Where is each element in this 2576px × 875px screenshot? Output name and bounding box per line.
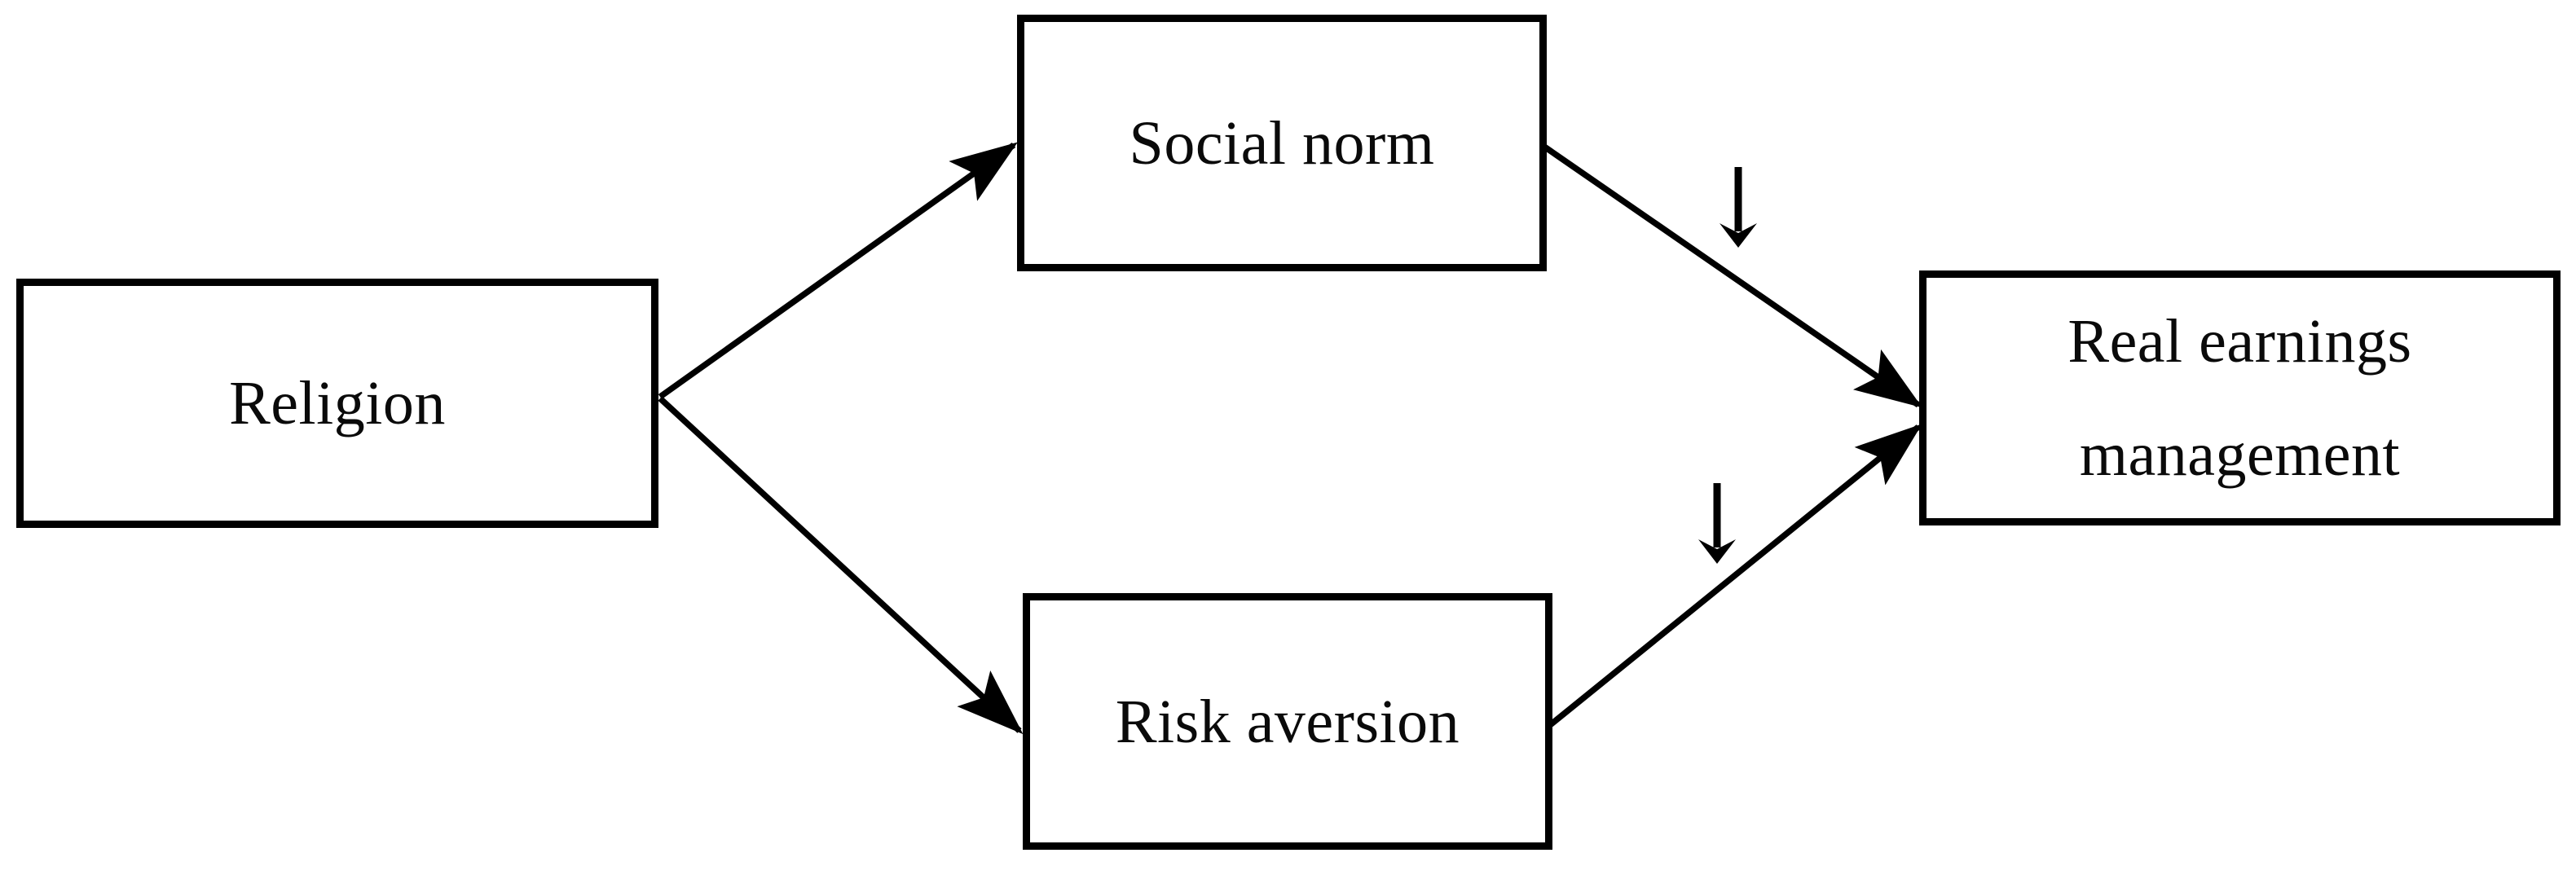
node-label-real-earnings-line1: Real earnings: [2067, 307, 2412, 376]
node-box-real-earnings-management[interactable]: Real earnings management: [1919, 270, 2561, 525]
down-arrow-icon-lower: [1698, 483, 1736, 564]
down-arrow-icon-upper: [1720, 167, 1757, 248]
node-box-religion[interactable]: Religion: [16, 279, 658, 528]
node-label-risk-aversion: Risk aversion: [1115, 687, 1460, 756]
edge-religion-to-risk-aversion: [658, 396, 1024, 735]
node-label-real-earnings-line2: management: [2079, 420, 2401, 489]
node-label-social-norm: Social norm: [1129, 108, 1435, 178]
node-label-religion: Religion: [229, 369, 446, 437]
edge-religion-to-social-norm: [658, 142, 1018, 400]
node-box-risk-aversion[interactable]: Risk aversion: [1023, 593, 1552, 850]
node-box-social-norm[interactable]: Social norm: [1017, 15, 1547, 271]
edge-risk-aversion-to-real-earnings-management: [1548, 424, 1922, 728]
